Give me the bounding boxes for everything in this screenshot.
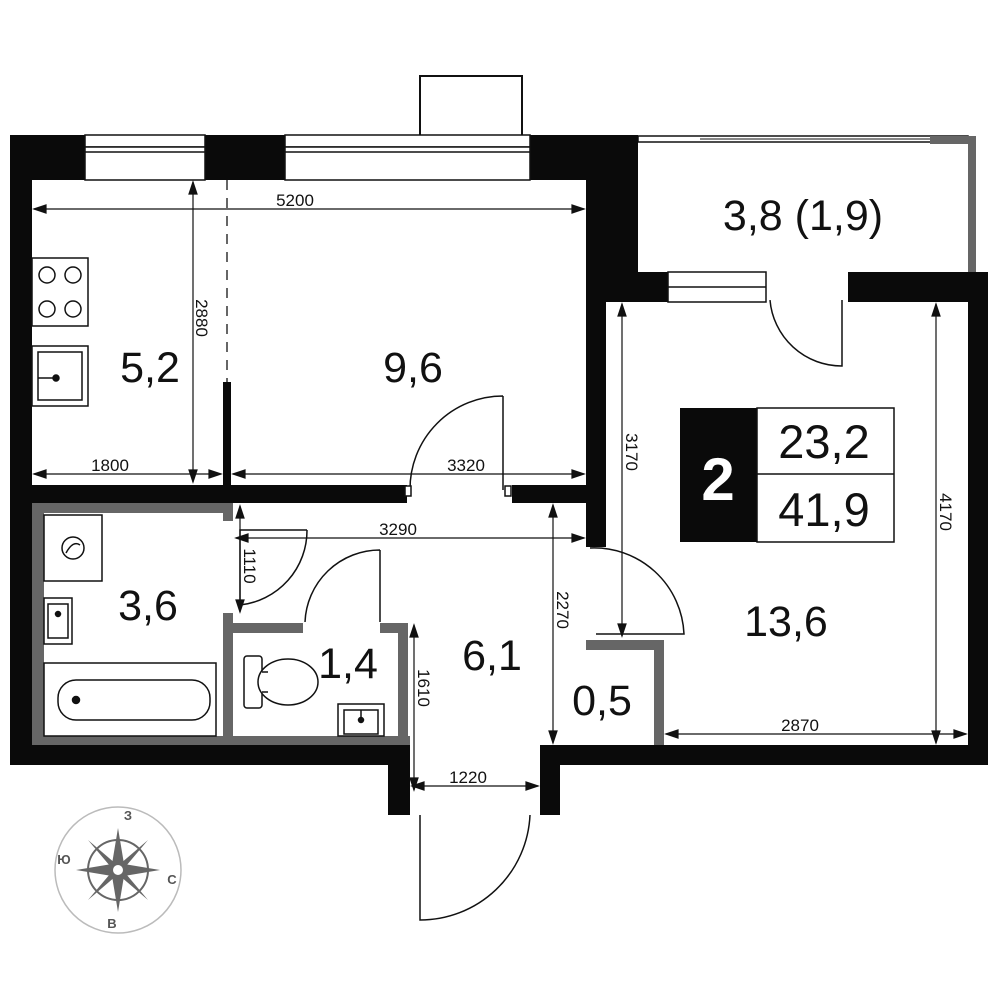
room-area-closet: 0,5: [572, 677, 632, 725]
compass-east: С: [167, 872, 177, 887]
dim-kitchen-width: 1800: [91, 456, 129, 475]
dim-corridor-width: 3290: [379, 520, 417, 539]
toilet-icon: [243, 655, 319, 709]
badge-rooms-count: 2: [701, 446, 734, 513]
compass-west: Ю: [57, 852, 70, 867]
interior-walls: [32, 180, 664, 745]
wash-basin-icon: [43, 597, 73, 645]
compass-icon: З С В Ю: [54, 806, 182, 934]
room-area-balcony: 3,8 (1,9): [723, 192, 883, 240]
dim-living-width: 3320: [447, 456, 485, 475]
room-area-living: 9,6: [383, 344, 443, 392]
badge-living-area: 23,2: [778, 415, 869, 468]
room-area-kitchen: 5,2: [120, 344, 180, 392]
compass-north: З: [124, 808, 132, 823]
dim-bath-door: 1110: [240, 548, 259, 583]
dim-entrance-depth: 1610: [414, 669, 433, 707]
stove-icon: [31, 257, 89, 327]
compass-south: В: [107, 916, 116, 931]
ventilation-shaft: [419, 75, 523, 137]
area-badge: 2 23,2 41,9: [680, 407, 895, 543]
dim-total-width: 5200: [276, 191, 314, 210]
kitchen-sink-icon: [31, 345, 89, 407]
room-area-hall: 6,1: [462, 632, 522, 680]
doors: [239, 299, 843, 921]
dim-bedroom-left-height: 3170: [622, 433, 641, 471]
room-area-bathroom: 3,6: [118, 582, 178, 630]
washing-machine-icon: [43, 514, 103, 582]
dim-hall-height: 2270: [553, 591, 572, 629]
dim-bedroom-width: 2870: [781, 716, 819, 735]
dim-bedroom-right-height: 4170: [936, 493, 955, 531]
room-area-toilet: 1,4: [318, 640, 378, 688]
room-area-bedroom: 13,6: [744, 598, 828, 646]
toilet-sink-icon: [337, 703, 385, 737]
windows: [84, 134, 767, 303]
bathtub-icon: [43, 662, 217, 737]
dim-entrance-width: 1220: [449, 768, 487, 787]
dim-kitchen-height: 2880: [192, 299, 211, 337]
dimension-lines: [32, 180, 968, 792]
exterior-walls: [10, 135, 988, 815]
badge-total-area: 41,9: [778, 483, 869, 536]
